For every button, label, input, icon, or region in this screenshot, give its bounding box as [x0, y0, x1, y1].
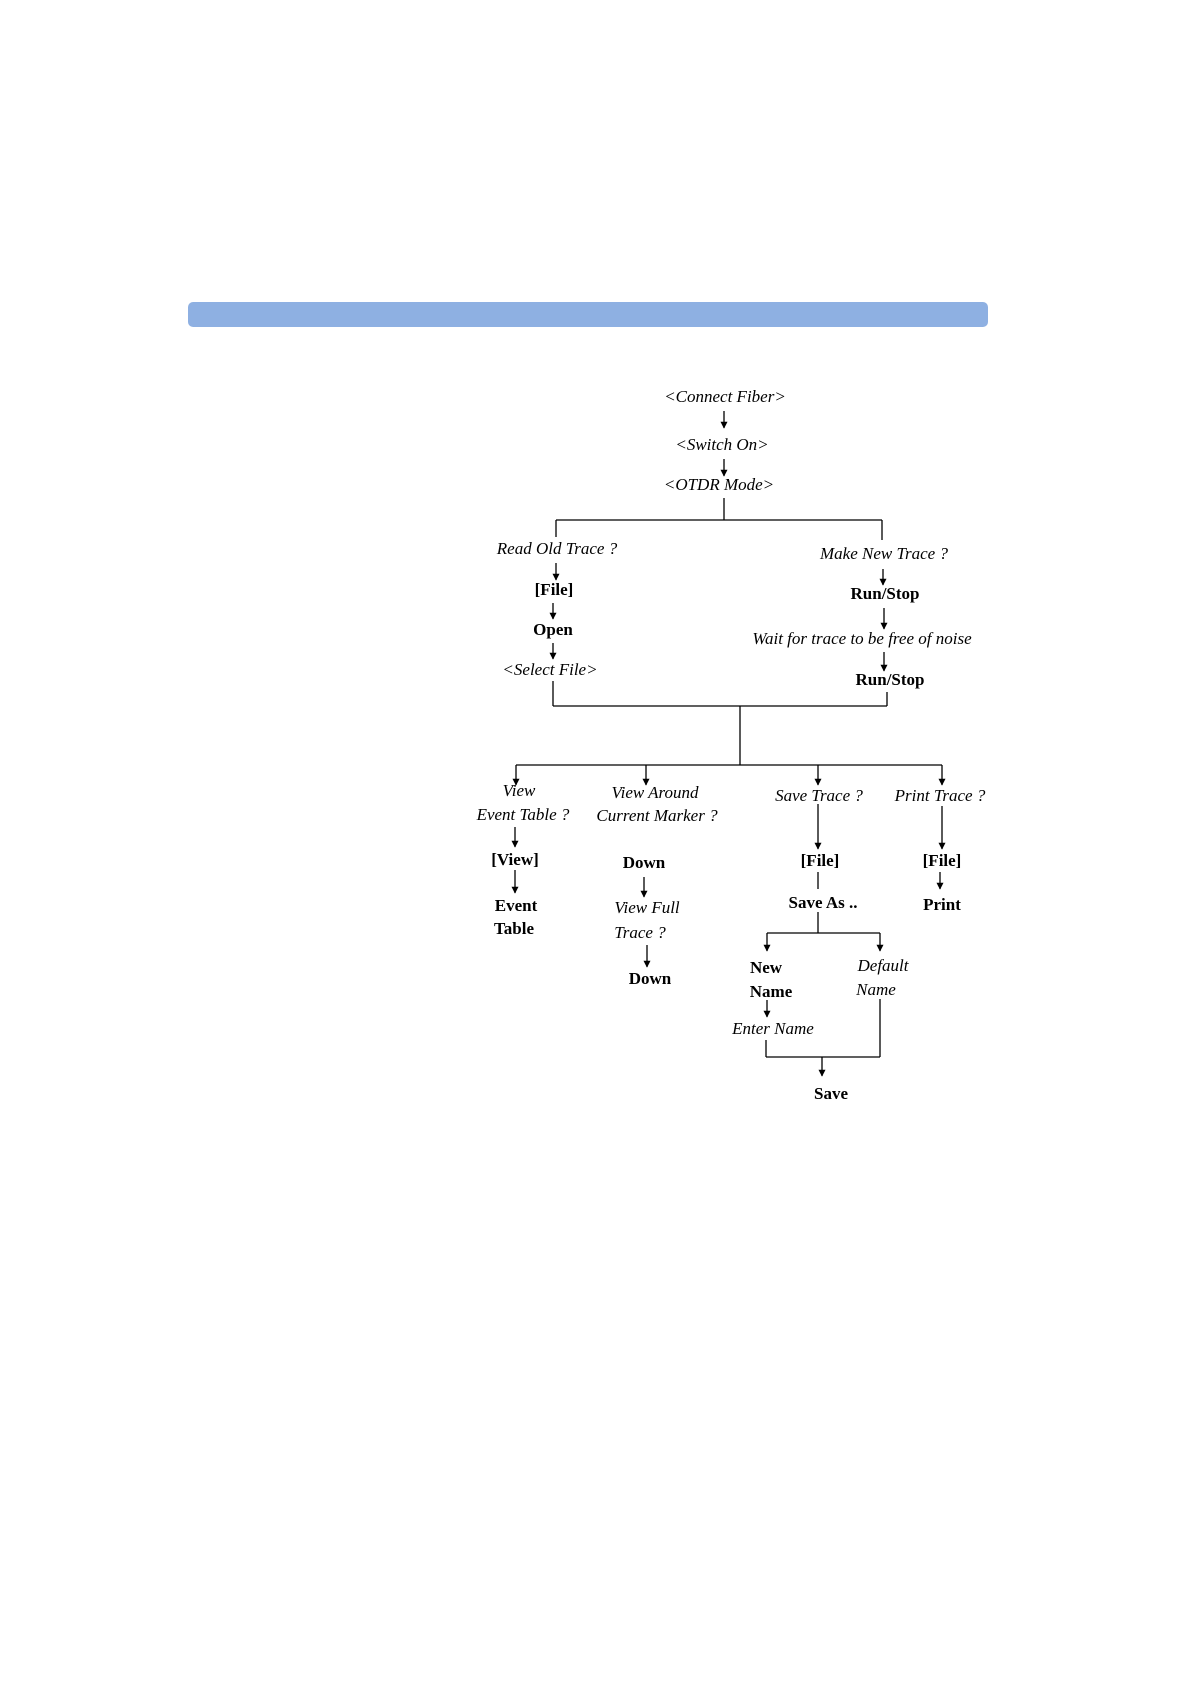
step-wait-for-trace: Wait for trace to be free of noise — [752, 629, 972, 648]
decision-print-trace: Print Trace ? — [894, 786, 986, 805]
step-switch-on: <Switch On> — [675, 435, 769, 454]
key-save: Save — [814, 1084, 848, 1103]
step-select-file: <Select File> — [502, 660, 598, 679]
key-down-2: Down — [628, 969, 672, 988]
option-default-name: Name — [856, 980, 896, 999]
decision-save-trace: Save Trace ? — [775, 786, 863, 805]
key-print: Print — [923, 895, 961, 914]
key-run-stop: Run/Stop — [850, 584, 920, 603]
step-enter-name: Enter Name — [732, 1019, 814, 1038]
option-default: Default — [857, 956, 909, 975]
option-new-name: Name — [749, 982, 793, 1001]
decision-make-new-trace: Make New Trace ? — [820, 544, 948, 563]
header-bar — [188, 302, 988, 327]
decision-read-old-trace: Read Old Trace ? — [496, 539, 618, 558]
key-file-print: [File] — [922, 851, 962, 870]
key-file: [File] — [534, 580, 574, 599]
step-connect-fiber: <Connect Fiber> — [664, 387, 786, 406]
key-open: Open — [533, 620, 573, 639]
decision-trace: Trace ? — [614, 923, 666, 942]
decision-view: View — [502, 781, 536, 800]
decision-view-full: View Full — [614, 898, 680, 917]
decision-view-around: View Around — [611, 783, 699, 802]
decision-event-table: Event Table ? — [476, 805, 570, 824]
key-view: [View] — [491, 850, 539, 869]
result-event: Event — [494, 896, 538, 915]
key-down: Down — [622, 853, 666, 872]
key-file-save: [File] — [800, 851, 840, 870]
option-new: New — [749, 958, 783, 977]
decision-current-marker: Current Marker ? — [596, 806, 718, 825]
result-table: Table — [493, 919, 535, 938]
key-save-as: Save As .. — [788, 893, 858, 912]
key-run-stop-2: Run/Stop — [855, 670, 925, 689]
step-otdr-mode: <OTDR Mode> — [663, 475, 775, 494]
